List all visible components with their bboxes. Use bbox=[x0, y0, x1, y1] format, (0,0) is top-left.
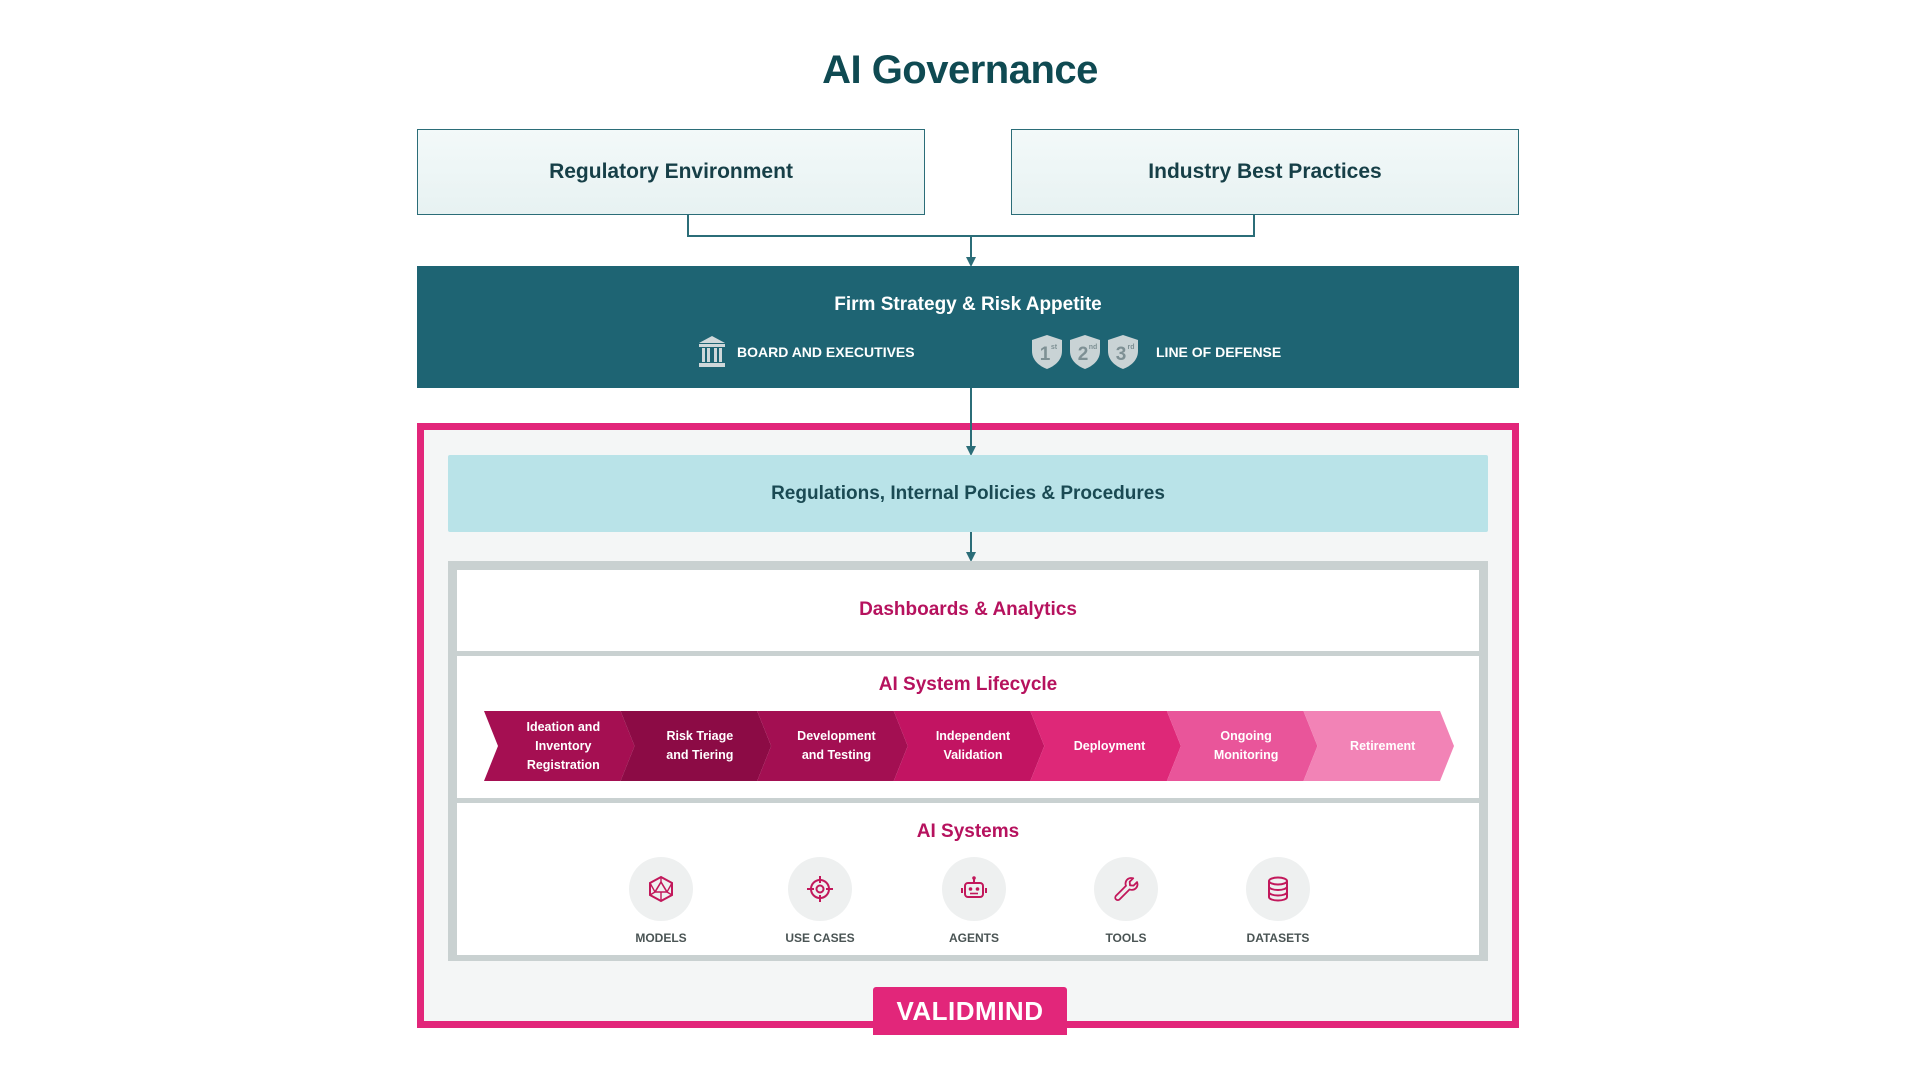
industry-best-practices-box: Industry Best Practices bbox=[1011, 129, 1519, 215]
validmind-logo-text: VALIDMIND bbox=[896, 995, 1044, 1026]
lifecycle-stage-label-line: and Tiering bbox=[666, 748, 734, 762]
svg-text:1: 1 bbox=[1040, 344, 1051, 365]
ai-system-agents[interactable]: AGENTS bbox=[914, 857, 1034, 945]
lifecycle-stage-label: Deployment bbox=[1046, 711, 1173, 781]
validmind-logo: VALIDMIND bbox=[873, 987, 1067, 1035]
board-and-executives: BOARD AND EXECUTIVES bbox=[697, 335, 915, 369]
svg-text:3: 3 bbox=[1116, 344, 1127, 365]
lifecycle-stage-label-line: Independent bbox=[935, 729, 1011, 743]
lifecycle-stage-3 bbox=[757, 711, 908, 781]
lifecycle-stage-2 bbox=[620, 711, 772, 781]
svg-text:st: st bbox=[1051, 344, 1058, 351]
svg-text:2: 2 bbox=[1078, 344, 1089, 365]
board-and-executives-label: BOARD AND EXECUTIVES bbox=[737, 344, 915, 360]
lifecycle-stage-label-line: Risk Triage bbox=[666, 729, 734, 743]
bank-building-icon bbox=[697, 334, 727, 371]
svg-text:rd: rd bbox=[1128, 344, 1135, 351]
agents-icon bbox=[961, 876, 987, 898]
lifecycle-stage-label-line: Validation bbox=[943, 748, 1003, 762]
regulatory-environment-box: Regulatory Environment bbox=[417, 129, 925, 215]
shield-second-icon: 2 nd bbox=[1070, 335, 1100, 369]
lifecycle-stage-label-line: Monitoring bbox=[1213, 748, 1279, 762]
lifecycle-stage-label-line: Development bbox=[797, 729, 876, 743]
lifecycle-stage-label: Development and Testing bbox=[773, 711, 900, 781]
lifecycle-stage-4 bbox=[893, 711, 1045, 781]
lifecycle-stage-label-line: Deployment bbox=[1073, 738, 1146, 753]
lifecycle-stage-label-line: Registration bbox=[526, 757, 600, 772]
datasets-label: DATASETS bbox=[1246, 931, 1310, 945]
ai-systems-title: AI Systems bbox=[916, 821, 1020, 842]
lifecycle-stage-label-line: Ongoing bbox=[1220, 729, 1272, 743]
dashboards-panel: Dashboards & Analytics bbox=[457, 570, 1479, 651]
firm-strategy-block: Firm Strategy & Risk Appetite BOARD AND … bbox=[417, 266, 1519, 388]
use-cases-label: USE CASES bbox=[785, 931, 855, 945]
datasets-icon bbox=[1268, 876, 1288, 902]
models-label: MODELS bbox=[635, 931, 687, 945]
defense-shields: 1 st 2 nd 3 rd bbox=[1030, 334, 1140, 370]
lifecycle-stage-label-line: Ideation and bbox=[526, 719, 601, 734]
line-of-defense: 1 st 2 nd 3 rd LINE OF DEFENSE bbox=[1030, 335, 1281, 369]
lifecycle-stage-1 bbox=[484, 711, 635, 781]
tools-label: TOOLS bbox=[1105, 931, 1147, 945]
regulatory-environment-label: Regulatory Environment bbox=[549, 160, 793, 183]
lifecycle-title: AI System Lifecycle bbox=[878, 674, 1058, 695]
ai-system-tools[interactable]: TOOLS bbox=[1066, 857, 1186, 945]
page-title: AI Governance bbox=[822, 48, 1098, 92]
agents-label: AGENTS bbox=[948, 931, 999, 945]
shield-third-icon: 3 rd bbox=[1108, 335, 1138, 369]
use-cases-icon bbox=[807, 876, 833, 902]
firm-strategy-title: Firm Strategy & Risk Appetite bbox=[834, 294, 1102, 315]
lifecycle-stage-5 bbox=[1030, 711, 1181, 781]
lifecycle-stage-7 bbox=[1303, 711, 1454, 781]
industry-best-practices-label: Industry Best Practices bbox=[1148, 160, 1382, 183]
line-of-defense-label: LINE OF DEFENSE bbox=[1156, 344, 1282, 360]
lifecycle-stage-label: Retirement bbox=[1319, 711, 1446, 781]
lifecycle-stage-label-line: and Testing bbox=[801, 748, 872, 762]
ai-system-datasets[interactable]: DATASETS bbox=[1218, 857, 1338, 945]
svg-text:nd: nd bbox=[1089, 344, 1098, 351]
wrench-icon bbox=[1114, 877, 1139, 902]
shield-first-icon: 1 st bbox=[1032, 335, 1062, 369]
ai-system-use-cases[interactable]: USE CASES bbox=[760, 857, 880, 945]
lifecycle-stage-label-line: Retirement bbox=[1350, 738, 1416, 753]
lifecycle-stage-label-line: Inventory bbox=[535, 738, 592, 753]
policies-label: Regulations, Internal Policies & Procedu… bbox=[771, 482, 1165, 504]
models-icon bbox=[649, 875, 673, 903]
lifecycle-stage-6 bbox=[1166, 711, 1318, 781]
dashboards-title: Dashboards & Analytics bbox=[859, 599, 1077, 620]
policies-block: Regulations, Internal Policies & Procedu… bbox=[448, 455, 1488, 532]
lifecycle-stage-label: Risk Triage and Tiering bbox=[637, 711, 764, 781]
ai-system-models[interactable]: MODELS bbox=[601, 857, 721, 945]
